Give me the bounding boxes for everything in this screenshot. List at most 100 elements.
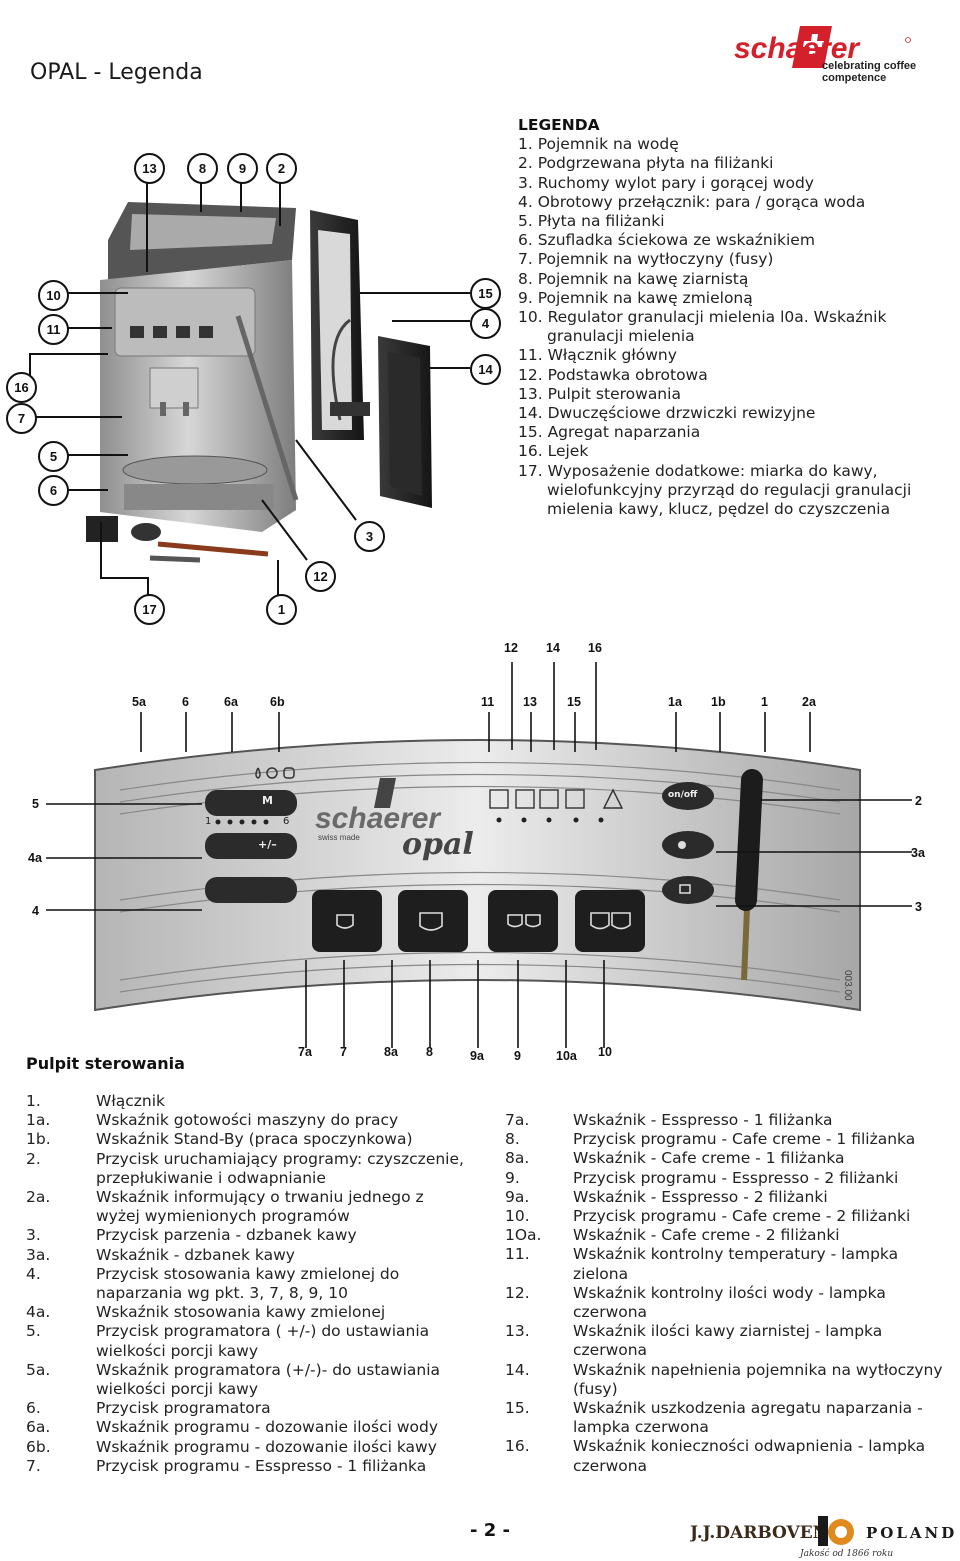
item-number: 8. bbox=[505, 1130, 520, 1149]
list-item: 7. Przycisk programu - Esspresso - 1 fili… bbox=[26, 1457, 466, 1476]
panel-label-12: 12 bbox=[504, 641, 518, 655]
list-item: 14.Wskaźnik napełnienia pojemnika na wyt… bbox=[505, 1361, 950, 1399]
item-text: Przycisk programatora bbox=[96, 1399, 271, 1418]
item-number: 4. bbox=[26, 1264, 41, 1283]
m-button-label: M bbox=[262, 794, 273, 807]
legend-item: 5. Płyta na filiżanki bbox=[518, 212, 665, 231]
item-text: Wskaźnik ilości kawy ziarnistej - lampka… bbox=[573, 1322, 883, 1360]
item-number: 5a. bbox=[26, 1360, 51, 1379]
panel-label-1: 1 bbox=[761, 695, 768, 709]
panel-label-8: 8 bbox=[426, 1045, 433, 1059]
pulpit-list-right: 7a. Wskaźnik - Esspresso - 1 filiżanka 8.… bbox=[505, 1111, 950, 1476]
legend-item: 2. Podgrzewana płyta na filiżanki bbox=[518, 154, 774, 173]
item-number: 11. bbox=[505, 1245, 530, 1264]
legend-item: 7. Pojemnik na wytłoczyny (fusy) bbox=[518, 250, 774, 269]
list-item: 9. Przycisk programu - Esspresso - 2 fili… bbox=[505, 1169, 950, 1188]
brand-wordmark: schaerer bbox=[734, 32, 861, 65]
item-number: 7. bbox=[26, 1456, 41, 1475]
list-item: 6a.Wskaźnik programu - dozowanie ilości … bbox=[26, 1418, 466, 1437]
legend-item: 15. Agregat naparzania bbox=[518, 423, 701, 442]
item-text: Wskaźnik - Cafe creme - 2 filiżanki bbox=[573, 1226, 840, 1245]
list-item: 13. Wskaźnik ilości kawy ziarnistej - lam… bbox=[505, 1322, 950, 1360]
item-text: Wskaźnik konieczności odwapnienia - lamp… bbox=[573, 1437, 926, 1475]
item-number: 2. bbox=[26, 1149, 41, 1168]
legend-item: 11. Włącznik główny bbox=[518, 346, 677, 365]
legend-item: 13. Pulpit sterowania bbox=[518, 384, 681, 403]
partner-since: Jakość od 1866 roku bbox=[798, 1548, 893, 1559]
panel-serial: 003.00 bbox=[842, 970, 853, 1001]
list-item: 15.Wskaźnik uszkodzenia agregatu naparza… bbox=[505, 1399, 950, 1437]
legend-item: 8. Pojemnik na kawę ziarnistą bbox=[518, 269, 749, 288]
callout-14: 14 bbox=[470, 354, 501, 385]
panel-label-6b: 6b bbox=[270, 695, 285, 709]
panel-label-1b: 1b bbox=[711, 695, 726, 709]
item-number: 1b. bbox=[26, 1130, 51, 1149]
item-text: Wskaźnik kontrolny temperatury - lampka … bbox=[573, 1245, 899, 1283]
panel-label-9a: 9a bbox=[470, 1049, 484, 1063]
item-text: Przycisk programatora ( +/-) do ustawian… bbox=[96, 1322, 430, 1360]
item-number: 3. bbox=[26, 1226, 41, 1245]
item-number: 5. bbox=[26, 1322, 41, 1341]
panel-label-6: 6 bbox=[182, 695, 189, 709]
panel-label-16: 16 bbox=[588, 641, 602, 655]
panel-label-9: 9 bbox=[514, 1049, 521, 1063]
legend-item: 14. Dwuczęściowe drzwiczki rewizyjne bbox=[518, 404, 816, 423]
item-number: 12. bbox=[505, 1283, 530, 1302]
list-item: 4.Przycisk stosowania kawy zmielonej do … bbox=[26, 1265, 466, 1303]
item-text: Przycisk programu - Esspresso - 1 filiża… bbox=[96, 1456, 427, 1475]
panel-label-11: 11 bbox=[481, 695, 495, 709]
item-text: Wskaźnik programu - dozowanie ilości kaw… bbox=[96, 1437, 437, 1456]
callout-15: 15 bbox=[470, 278, 501, 309]
item-text: Wskaźnik - Esspresso - 1 filiżanka bbox=[573, 1111, 833, 1129]
item-text: Wskaźnik - Esspresso - 2 filiżanki bbox=[573, 1187, 828, 1206]
list-item: 8a.Wskaźnik - Cafe creme - 1 filiżanka bbox=[505, 1149, 950, 1168]
list-item: 6. Przycisk programatora bbox=[26, 1399, 466, 1418]
item-text: Przycisk programu - Esspresso - 2 filiża… bbox=[573, 1168, 899, 1187]
callout-9: 9 bbox=[227, 153, 258, 184]
callout-3: 3 bbox=[354, 521, 385, 552]
callout-17: 17 bbox=[134, 594, 165, 625]
legend-item: 4. Obrotowy przełącznik: para / gorąca w… bbox=[518, 192, 866, 211]
item-number: 6a. bbox=[26, 1418, 51, 1437]
callout-11: 11 bbox=[38, 314, 69, 345]
item-text: Włącznik bbox=[96, 1092, 165, 1110]
item-number: 4a. bbox=[26, 1303, 51, 1322]
item-text: Wskaźnik - Cafe creme - 1 filiżanka bbox=[573, 1149, 845, 1168]
callout-12: 12 bbox=[305, 561, 336, 592]
legend-item: 6. Szufladka ściekowa ze wskaźnikiem bbox=[518, 231, 815, 250]
item-number: 9. bbox=[505, 1168, 520, 1187]
machine-illustration bbox=[29, 182, 470, 610]
callout-7: 7 bbox=[6, 403, 37, 434]
panel-label-2: 2 bbox=[915, 794, 922, 808]
list-item: 9a. Wskaźnik - Esspresso - 2 filiżanki bbox=[505, 1188, 950, 1207]
panel-label-3a: 3a bbox=[911, 846, 925, 860]
item-number: 1. bbox=[26, 1092, 41, 1110]
list-item: 1. Włącznik bbox=[26, 1092, 466, 1111]
brand-tagline: celebrating coffee competence bbox=[822, 60, 917, 84]
item-number: 7a. bbox=[505, 1111, 530, 1129]
item-number: 9a. bbox=[505, 1187, 530, 1206]
pulpit-list-left: 1.Włącznik 1a.Wskaźnik gotowości maszyny… bbox=[26, 1092, 466, 1476]
item-number: 1Oa. bbox=[505, 1226, 542, 1245]
item-number: 16. bbox=[505, 1437, 530, 1456]
item-number: 15. bbox=[505, 1399, 530, 1418]
list-item: 7a. Wskaźnik - Esspresso - 1 filiżanka bbox=[505, 1111, 950, 1130]
legend-item: 10. Regulator granulacji mielenia l0a. W… bbox=[518, 308, 887, 346]
scale-low-label: 1 bbox=[205, 816, 212, 827]
list-item: 3a.Wskaźnik - dzbanek kawy bbox=[26, 1246, 466, 1265]
item-number: 6. bbox=[26, 1399, 41, 1418]
item-number: 13. bbox=[505, 1322, 530, 1341]
item-text: Wskaźnik gotowości maszyny do pracy bbox=[96, 1111, 399, 1130]
item-text: Przycisk programu - Cafe creme - 1 filiż… bbox=[573, 1130, 916, 1149]
pulpit-title: Pulpit sterowania bbox=[26, 1054, 185, 1073]
panel-label-3: 3 bbox=[915, 900, 922, 914]
item-number: 14. bbox=[505, 1360, 530, 1379]
callout-1: 1 bbox=[266, 594, 297, 625]
page-title: OPAL - Legenda bbox=[30, 60, 203, 85]
list-item: 10.Przycisk programu - Cafe creme - 2 fi… bbox=[505, 1207, 950, 1226]
legend: LEGENDA 1. Pojemnik na wodę 2. Podgrzewa… bbox=[518, 116, 958, 519]
item-text: Wskaźnik informujący o trwaniu jednego z… bbox=[96, 1188, 424, 1226]
callout-2: 2 bbox=[266, 153, 297, 184]
list-item: 2.Przycisk uruchamiający programy: czysz… bbox=[26, 1150, 466, 1188]
legend-item: 1. Pojemnik na wodę bbox=[518, 135, 679, 154]
